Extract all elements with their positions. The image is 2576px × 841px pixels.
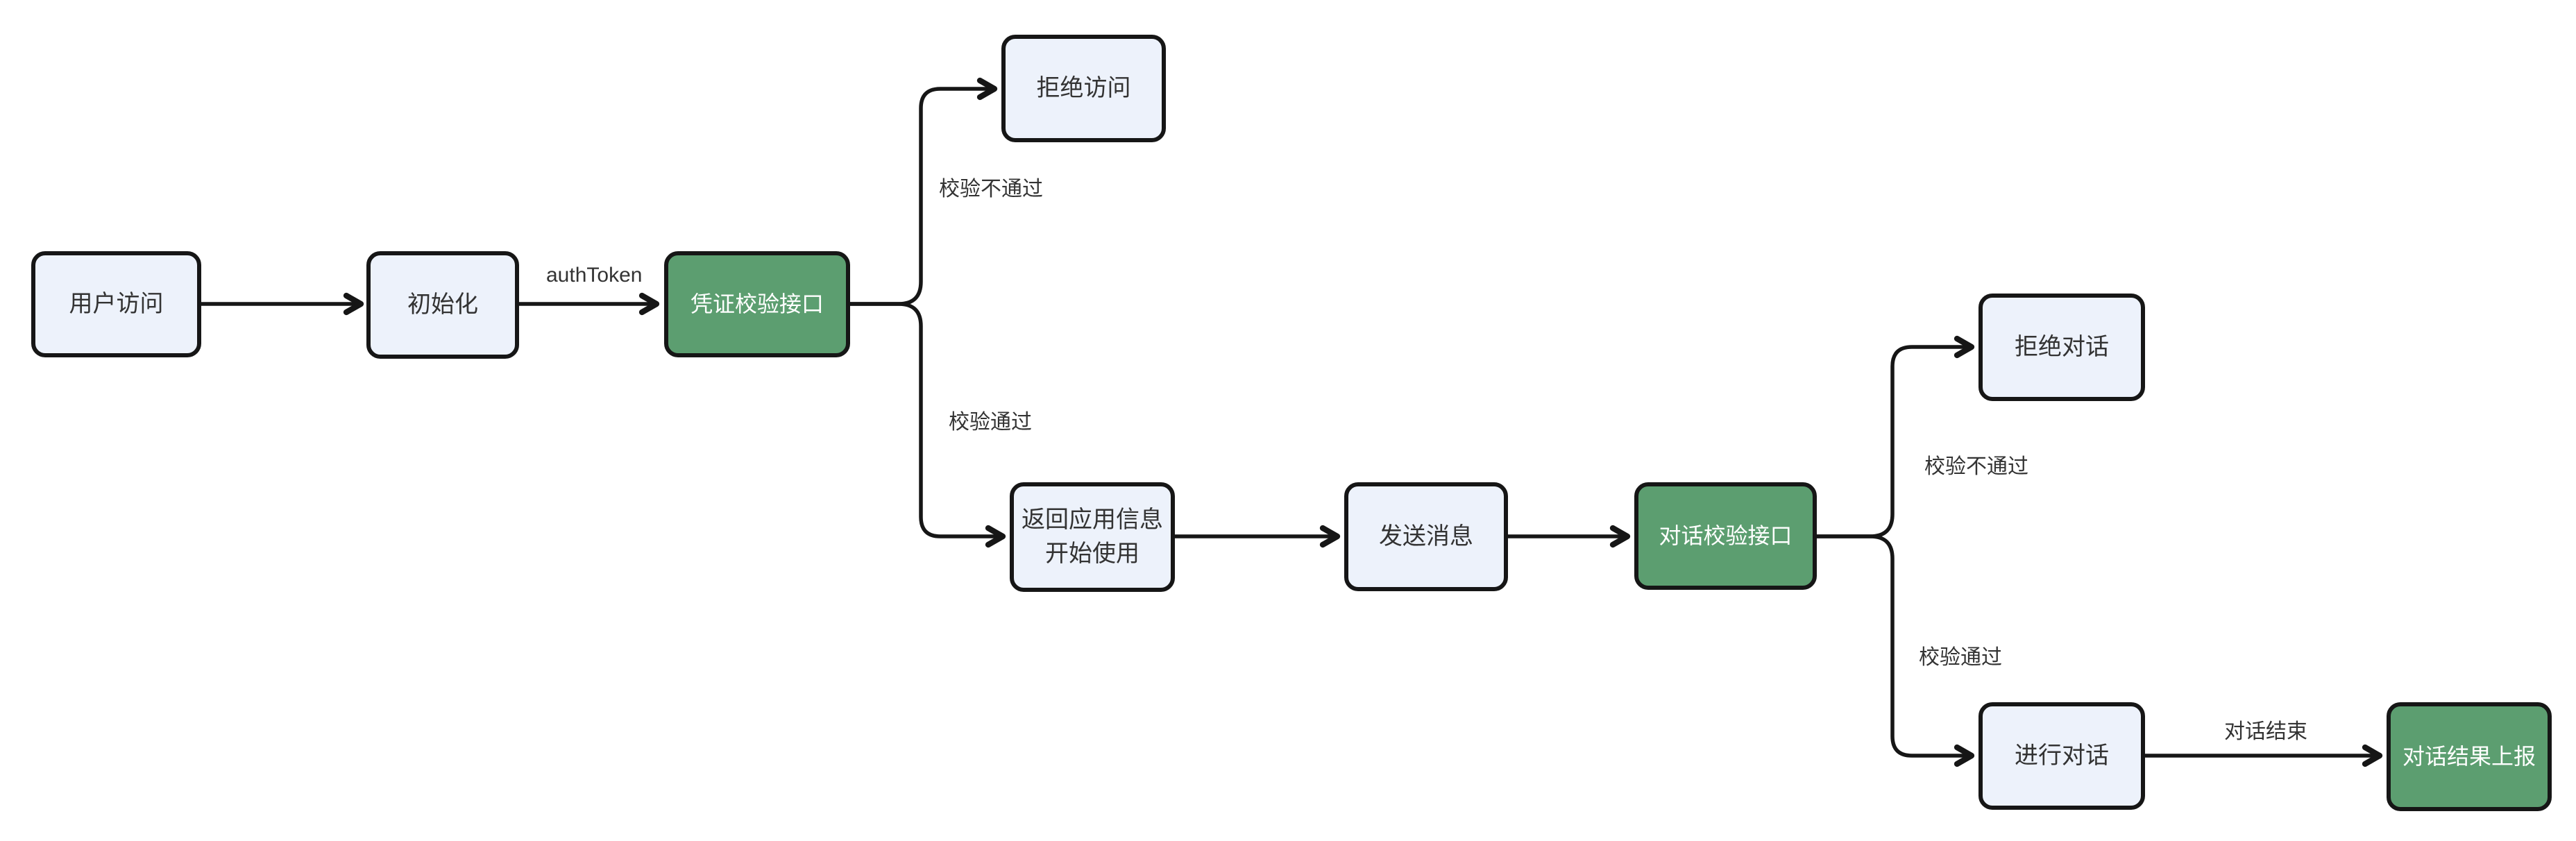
node-conduct-dialog: 进行对话 (1978, 702, 2145, 810)
node-deny-dialog-label: 拒绝对话 (2015, 333, 2109, 360)
node-return-app-info-label-line1: 返回应用信息 (1022, 506, 1163, 533)
node-report-dialog-result-label: 对话结果上报 (2402, 744, 2536, 770)
node-return-app-info: 返回应用信息 开始使用 (1010, 482, 1175, 592)
node-deny-access-label: 拒绝访问 (1036, 74, 1131, 101)
arrow-dialog-check-to-deny-dialog (1815, 335, 1975, 538)
node-deny-access: 拒绝访问 (1001, 35, 1166, 142)
arrow-dialog-check-to-conduct-dialog (1815, 534, 1975, 767)
edge-label-check-pass-1: 校验通过 (949, 411, 1032, 434)
edge-label-dialog-end: 对话结束 (2224, 720, 2307, 743)
node-deny-dialog: 拒绝对话 (1978, 294, 2145, 401)
arrow-credential-check-to-return-app-info (848, 302, 1006, 548)
edge-label-check-fail-2: 校验不通过 (1924, 455, 2028, 478)
node-send-message: 发送消息 (1344, 482, 1508, 591)
node-user-access: 用户访问 (31, 251, 201, 357)
arrow-credential-check-to-deny-access (848, 77, 998, 306)
node-initialize: 初始化 (366, 251, 519, 359)
node-user-access-label: 用户访问 (69, 290, 164, 317)
node-credential-check-api-label: 凭证校验接口 (690, 291, 824, 317)
node-dialog-check-api-label: 对话校验接口 (1659, 523, 1793, 549)
edge-label-authtoken: authToken (546, 264, 643, 287)
node-return-app-info-label-line2: 开始使用 (1045, 541, 1139, 567)
edge-label-check-fail-1: 校验不通过 (939, 178, 1043, 201)
node-initialize-label: 初始化 (407, 291, 478, 318)
node-send-message-label: 发送消息 (1379, 523, 1473, 550)
node-credential-check-api: 凭证校验接口 (664, 251, 850, 357)
node-conduct-dialog-label: 进行对话 (2015, 742, 2109, 769)
edge-label-check-pass-2: 校验通过 (1919, 646, 2002, 669)
node-dialog-check-api: 对话校验接口 (1634, 482, 1817, 590)
node-report-dialog-result: 对话结果上报 (2387, 702, 2552, 811)
